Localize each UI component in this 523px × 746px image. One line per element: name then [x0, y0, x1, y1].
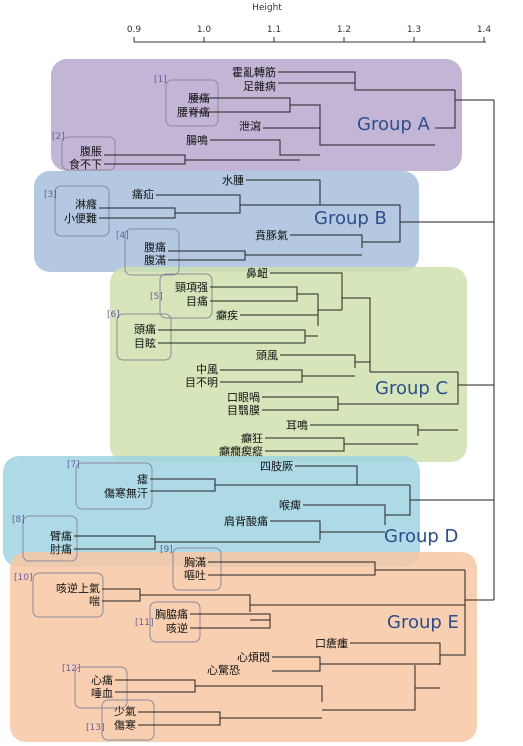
- group-label-d: Group D: [384, 526, 458, 547]
- group-b-panel: [34, 171, 419, 272]
- leaf-label: 腰痛: [188, 91, 210, 105]
- cluster-box-3: [54, 185, 110, 237]
- group-label-e: Group E: [387, 612, 459, 633]
- leaf-label: 腹滿: [144, 253, 166, 267]
- leaf-label: 喉痺: [279, 498, 301, 512]
- group-label-a: Group A: [357, 114, 431, 135]
- cluster-box-1: [165, 79, 219, 127]
- leaf-label: 腹痛: [144, 240, 166, 254]
- cluster-box-2: [61, 136, 116, 171]
- cluster-box-11: [149, 601, 201, 643]
- cluster-box-13: [101, 699, 155, 741]
- leaf-label: 口瘡瘇: [315, 636, 348, 650]
- leaf-label: 頸項强: [175, 281, 208, 294]
- leaf-label: 咳逆: [166, 621, 188, 635]
- leaf-label: 鼻衄: [246, 266, 268, 280]
- leaf-label: 傷寒: [114, 718, 136, 732]
- leaf-label: 頭風: [256, 349, 278, 362]
- leaf-label: 癲狂: [241, 431, 263, 445]
- leaf-label: 目翳膜: [227, 404, 260, 417]
- group-label-c: Group C: [375, 378, 448, 399]
- cluster-number: [3]: [44, 190, 57, 200]
- leaf-label: 心痛: [91, 673, 113, 687]
- cluster-number: [10]: [14, 573, 32, 583]
- leaf-label: 小便難: [64, 212, 97, 225]
- cluster-box-6: [116, 313, 172, 361]
- leaf-label: 腰脊痛: [177, 105, 210, 119]
- leaf-label: 霍亂轉筋: [232, 65, 276, 79]
- leaf-label: 水腫: [222, 173, 244, 187]
- leaf-label: 中風: [196, 363, 218, 376]
- leaf-label: 少氣: [114, 704, 136, 718]
- cluster-number: [7]: [67, 460, 80, 470]
- leaf-label: 傷寒無汗: [104, 486, 148, 500]
- leaf-label: 咳逆上氣: [56, 581, 100, 595]
- cluster-number: [6]: [107, 310, 120, 320]
- axis-tick-label: 1.4: [477, 25, 492, 35]
- axis-tick-label: 1.2: [337, 25, 351, 35]
- cluster-box-7: [75, 462, 153, 510]
- leaf-label: 足雜病: [243, 79, 276, 93]
- axis-tick-label: 0.9: [127, 25, 142, 35]
- group-a-panel: [51, 59, 462, 171]
- leaf-label: 頭痛: [134, 322, 156, 336]
- leaf-label: 唾血: [91, 686, 113, 700]
- cluster-number: [4]: [116, 231, 129, 241]
- leaf-label: 腸鳴: [186, 133, 208, 147]
- group-c-panel: [110, 267, 467, 462]
- cluster-box-10: [32, 572, 104, 618]
- leaf-label: 痛疝: [132, 187, 154, 201]
- axis-tick-label: 1.0: [197, 25, 212, 35]
- leaf-label: 胸脇痛: [155, 607, 188, 621]
- leaf-label: 心驚恐: [207, 663, 240, 677]
- leaf-label: 肘痛: [50, 542, 72, 556]
- cluster-number: [5]: [150, 292, 163, 302]
- leaf-label: 臂痛: [50, 529, 72, 543]
- cluster-number: [1]: [154, 75, 167, 85]
- cluster-box-8: [22, 515, 78, 562]
- leaf-label: 四肢厥: [260, 459, 293, 473]
- cluster-number: [12]: [62, 664, 80, 674]
- cluster-box-5: [159, 273, 213, 319]
- axis-tick-label: 1.1: [267, 25, 281, 35]
- leaf-label: 瘧: [137, 472, 148, 486]
- leaf-label: 泄瀉: [239, 119, 261, 133]
- leaf-label: 目痛: [186, 294, 208, 308]
- leaf-label: 胸滿: [184, 555, 206, 569]
- dendrogram-branches: [74, 71, 495, 726]
- cluster-number: [11]: [135, 618, 153, 628]
- leaf-label: 目不明: [185, 376, 218, 389]
- cluster-box-9: [172, 547, 222, 591]
- axis-title: Height: [252, 3, 282, 13]
- leaf-label: 喘: [89, 595, 100, 608]
- leaf-label: 癲癇瘈瘲: [219, 444, 263, 458]
- cluster-box-12: [74, 666, 128, 709]
- leaf-label: 嘔吐: [184, 569, 206, 582]
- group-d-panel: [3, 456, 420, 567]
- cluster-number: [2]: [52, 132, 65, 142]
- axis-ticks: [133, 37, 485, 42]
- axis-tick-label: 1.3: [407, 25, 421, 35]
- group-e-panel: [10, 552, 477, 742]
- leaf-label: 口眼喎: [227, 391, 260, 404]
- group-label-b: Group B: [314, 208, 387, 229]
- leaf-label: 腹脹: [80, 144, 102, 158]
- cluster-box-4: [124, 228, 180, 276]
- leaf-label: 肩背酸痛: [224, 514, 268, 528]
- leaf-label: 心煩悶: [237, 651, 270, 664]
- cluster-number: [13]: [86, 723, 104, 733]
- cluster-number: [8]: [12, 515, 25, 525]
- leaf-label: 賁豚氣: [255, 228, 288, 242]
- cluster-number: [9]: [160, 545, 173, 555]
- leaf-label: 目眩: [134, 336, 156, 350]
- leaf-label: 食不下: [69, 157, 102, 171]
- leaf-label: 耳鳴: [286, 418, 308, 432]
- leaf-label: 癲疾: [216, 308, 238, 322]
- leaf-label: 淋癃: [75, 197, 97, 211]
